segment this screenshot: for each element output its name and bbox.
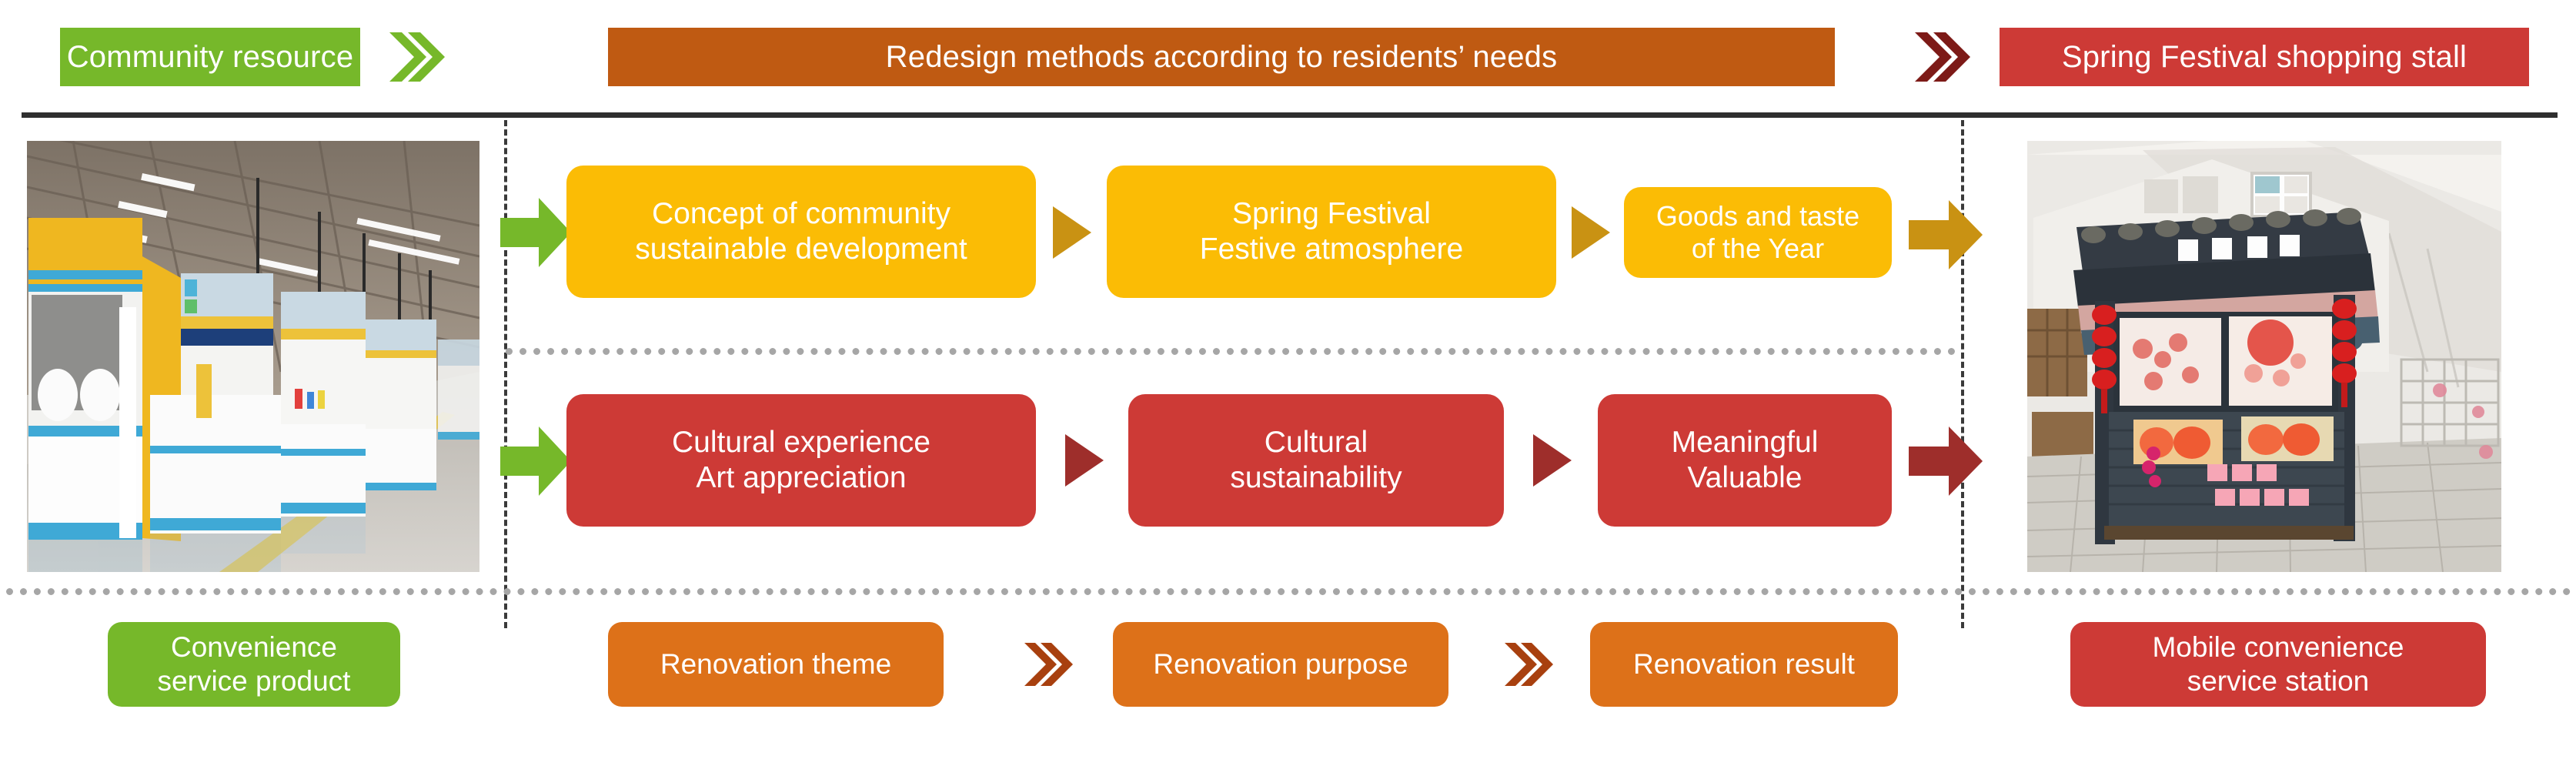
column-divider-left bbox=[504, 120, 507, 628]
footer-chevron-2-icon bbox=[1501, 641, 1553, 688]
red-step-2-line1: Cultural bbox=[1264, 425, 1368, 459]
spring-festival-stall-photo bbox=[2027, 141, 2501, 572]
row-divider-bottom bbox=[6, 588, 2571, 595]
yellow-step-3-line1: Goods and taste bbox=[1656, 199, 1860, 232]
header-chip-community-resource: Community resource bbox=[60, 28, 360, 86]
red-step-3-line2: Valuable bbox=[1687, 461, 1803, 494]
red-row-exit-arrow-icon bbox=[1909, 425, 1983, 497]
yellow-step-3-line2: of the Year bbox=[1691, 232, 1825, 264]
footer-convenience-line1: Convenience bbox=[171, 631, 337, 663]
row-divider-middle bbox=[506, 348, 1956, 355]
yellow-step-1: Concept of community sustainable develop… bbox=[566, 166, 1036, 298]
community-resource-photo bbox=[27, 141, 479, 572]
yellow-step-1-line2: sustainable development bbox=[635, 232, 967, 266]
yellow-step-2: Spring Festival Festive atmosphere bbox=[1107, 166, 1556, 298]
yellow-connector-2-icon bbox=[1570, 205, 1612, 260]
yellow-step-2-line1: Spring Festival bbox=[1232, 196, 1431, 230]
header-chip-redesign-methods: Redesign methods according to residents’… bbox=[608, 28, 1835, 86]
footer-label-mobile-convenience-service-station: Mobile convenience service station bbox=[2070, 622, 2486, 707]
red-step-1-line2: Art appreciation bbox=[696, 461, 907, 494]
red-step-3-line1: Meaningful bbox=[1671, 425, 1819, 459]
footer-convenience-line2: service product bbox=[157, 665, 351, 697]
footer-chevron-1-icon bbox=[1021, 641, 1073, 688]
red-connector-2-icon bbox=[1532, 433, 1573, 488]
red-step-1: Cultural experience Art appreciation bbox=[566, 394, 1036, 527]
yellow-row-exit-arrow-icon bbox=[1909, 199, 1983, 271]
red-step-3: Meaningful Valuable bbox=[1598, 394, 1892, 527]
header-chevron-green-icon bbox=[385, 29, 445, 85]
header-divider-rule bbox=[22, 112, 2558, 118]
yellow-step-1-line1: Concept of community bbox=[651, 196, 951, 230]
column-divider-right bbox=[1961, 120, 1964, 628]
yellow-step-2-line2: Festive atmosphere bbox=[1199, 232, 1464, 266]
red-step-2-line2: sustainability bbox=[1230, 461, 1402, 494]
red-connector-1-icon bbox=[1064, 433, 1105, 488]
red-step-2: Cultural sustainability bbox=[1128, 394, 1504, 527]
yellow-row-entry-arrow-icon bbox=[500, 196, 571, 269]
red-step-1-line1: Cultural experience bbox=[671, 425, 931, 459]
footer-label-convenience-service-product: Convenience service product bbox=[108, 622, 400, 707]
red-row-entry-arrow-icon bbox=[500, 425, 571, 497]
yellow-step-3: Goods and taste of the Year bbox=[1624, 187, 1892, 278]
footer-step-renovation-result: Renovation result bbox=[1590, 622, 1898, 707]
header-chevron-darkred-icon bbox=[1910, 29, 1970, 85]
footer-step-renovation-purpose: Renovation purpose bbox=[1113, 622, 1448, 707]
footer-station-line2: service station bbox=[2187, 665, 2370, 697]
header-chip-spring-festival-stall: Spring Festival shopping stall bbox=[2000, 28, 2529, 86]
footer-step-renovation-theme: Renovation theme bbox=[608, 622, 944, 707]
footer-station-line1: Mobile convenience bbox=[2152, 631, 2404, 663]
yellow-connector-1-icon bbox=[1051, 205, 1093, 260]
